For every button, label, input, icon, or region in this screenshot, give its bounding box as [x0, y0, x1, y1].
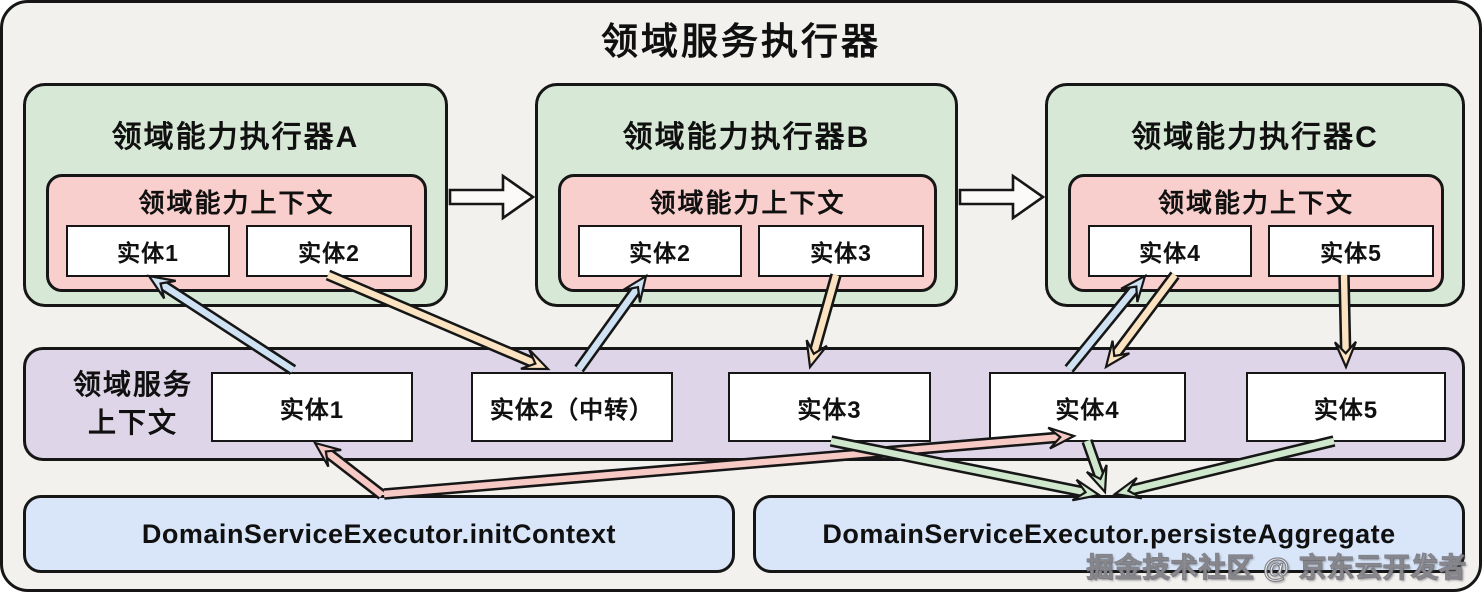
service-entity-4: 实体4: [989, 372, 1186, 442]
init-context-method-box: DomainServiceExecutor.initContext: [23, 495, 735, 573]
capability-context-c-box: 领域能力上下文 实体4 实体5: [1068, 174, 1444, 292]
capability-a-entity-2: 实体2: [246, 225, 412, 277]
watermark: 掘金技术社区 @ 京东云开发者: [1086, 552, 1467, 583]
capability-context-a-title: 领域能力上下文: [138, 188, 335, 218]
persist-aggregate-method-box: DomainServiceExecutor.persisteAggregate: [753, 495, 1465, 573]
capability-executor-c-box: 领域能力执行器C 领域能力上下文 实体4 实体5: [1045, 83, 1465, 307]
capability-a-entity-1: 实体1: [66, 225, 230, 277]
service-entity-2-relay: 实体2（中转）: [471, 372, 673, 442]
capability-context-b-title: 领域能力上下文: [649, 188, 846, 218]
service-entity-3: 实体3: [728, 372, 931, 442]
capability-executor-c-title: 领域能力执行器C: [1131, 121, 1379, 154]
capability-context-a-box: 领域能力上下文 实体1 实体2: [46, 174, 427, 292]
domain-service-context-band: 领域服务上下文 实体1 实体2（中转） 实体3 实体4 实体5: [23, 347, 1465, 461]
capability-executor-b-title: 领域能力执行器B: [622, 121, 871, 154]
capability-executor-a-title: 领域能力执行器A: [111, 121, 360, 154]
capability-executor-b-box: 领域能力执行器B 领域能力上下文 实体2 实体3: [535, 83, 958, 307]
diagram-title: 领域服务执行器: [601, 21, 881, 62]
service-entity-1: 实体1: [211, 372, 413, 442]
capability-executor-a-box: 领域能力执行器A 领域能力上下文 实体1 实体2: [23, 83, 448, 307]
capability-b-entity-2: 实体2: [578, 225, 742, 277]
capability-c-entity-4: 实体4: [1088, 225, 1252, 277]
flow-arrow-a-to-b: [448, 173, 536, 221]
capability-b-entity-3: 实体3: [758, 225, 924, 277]
flow-arrow-b-to-c: [958, 173, 1046, 221]
capability-context-b-box: 领域能力上下文 实体2 实体3: [558, 174, 937, 292]
capability-c-entity-5: 实体5: [1268, 225, 1434, 277]
domain-service-context-label: 领域服务上下文: [72, 369, 193, 438]
service-entity-5: 实体5: [1246, 372, 1446, 442]
capability-context-c-title: 领域能力上下文: [1157, 188, 1354, 218]
